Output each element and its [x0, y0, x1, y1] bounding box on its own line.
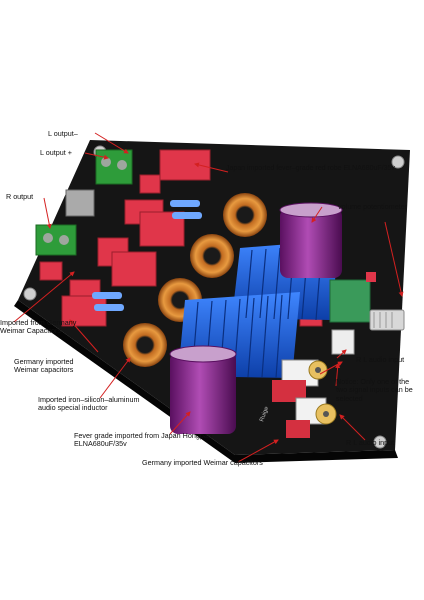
rca-jack-red-lower [286, 420, 310, 438]
label-fever-grade-bottom: Fever grade imported from Japan Hongpao … [74, 431, 212, 449]
mounting-hole [23, 287, 37, 301]
volume-potentiometer [329, 279, 405, 331]
label-l-output-minus: L output– [48, 129, 78, 138]
label-inductor: Imported iron–silicon–aluminum audio spe… [38, 395, 140, 413]
regulator-chip [65, 189, 95, 217]
output-terminal-left [95, 149, 133, 185]
label-notice: Notice: Only one of the two signal input… [336, 377, 413, 403]
elna-capacitor-top [279, 202, 343, 278]
rca-jack-white-lower [295, 397, 337, 425]
annotation-arrows [13, 132, 404, 463]
label-weimar-bottom: Germany imported Weimar capacitors [142, 458, 263, 467]
label-l-output-plus: L output + [40, 148, 72, 157]
mounting-hole [391, 155, 405, 169]
input-header-connector [331, 329, 355, 355]
output-terminal-right [35, 224, 77, 256]
rca-jack-red [272, 380, 306, 402]
resistors [92, 200, 202, 311]
label-japan-capacitor-top: Japan imported fever–grade red robe ELNA… [226, 165, 395, 172]
board-marking: Ruige [259, 405, 270, 422]
label-r-output: R output [6, 192, 34, 201]
label-weimar-capacitors-2: Germany imported Weimar capacitors [14, 357, 74, 375]
label-rl-audio-input-2: R L audio input [346, 438, 395, 447]
label-rl-audio-input-1: R L audio input [356, 355, 405, 364]
label-volume-potentiometer: volume potentiometer [338, 202, 408, 211]
led-red [366, 272, 376, 282]
label-weimar-capacitors-1: Imported from Germany Weimar Capacitors [0, 318, 77, 336]
elna-capacitor-bottom [169, 345, 237, 434]
mounting-hole [373, 435, 387, 449]
